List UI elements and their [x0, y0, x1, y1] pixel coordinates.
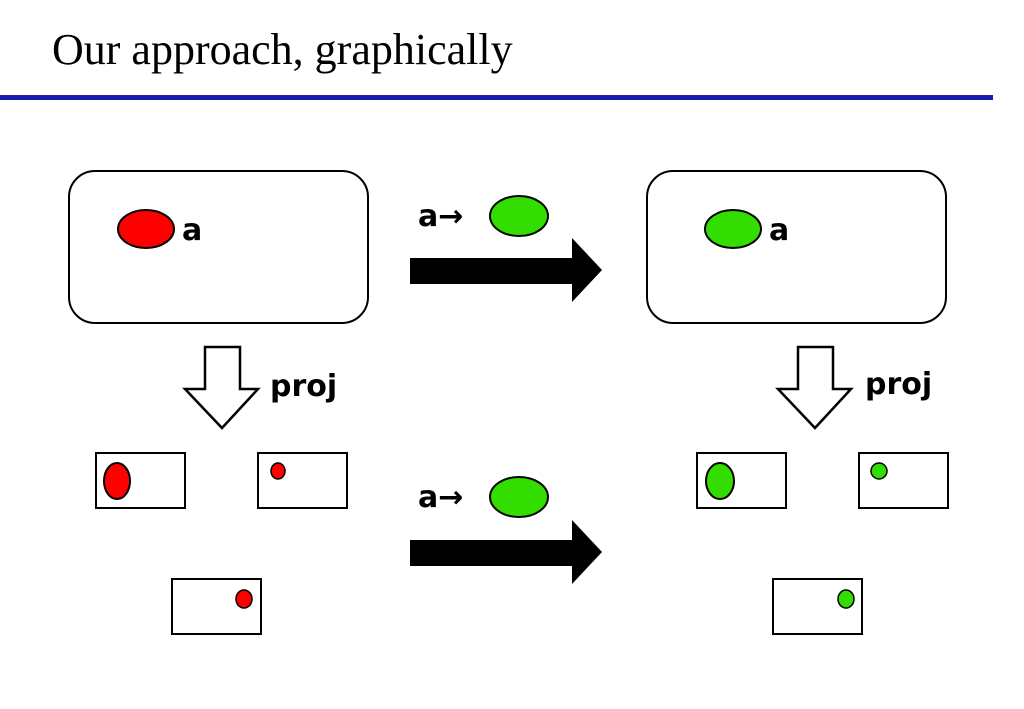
- left-proj-region-3: [235, 589, 253, 609]
- bottom-assign-label: a→: [418, 480, 463, 515]
- title-rule: [0, 95, 993, 100]
- left-proj-region-1: [103, 462, 131, 500]
- right-var-label: a: [769, 213, 789, 248]
- right-proj-label: proj: [865, 367, 932, 402]
- slide-title: Our approach, graphically: [52, 25, 513, 74]
- right-proj-region-1: [705, 462, 735, 500]
- left-proj-arrow: [182, 345, 261, 430]
- top-assign-value: [489, 195, 549, 237]
- right-state-box: [646, 170, 947, 324]
- right-proj-region-2: [870, 462, 888, 480]
- bottom-assign-value: [489, 476, 549, 518]
- top-transform-arrow: [410, 238, 602, 302]
- bottom-transform-arrow: [410, 520, 602, 584]
- right-proj-arrow: [775, 345, 854, 430]
- left-var-label: a: [182, 213, 202, 248]
- right-state-region: [704, 209, 762, 249]
- left-state-region: [117, 209, 175, 249]
- left-state-box: [68, 170, 369, 324]
- left-proj-box-2: [257, 452, 348, 509]
- right-proj-region-3: [837, 589, 855, 609]
- left-proj-region-2: [270, 462, 286, 480]
- left-proj-label: proj: [270, 369, 337, 404]
- right-proj-box-2: [858, 452, 949, 509]
- top-assign-label: a→: [418, 199, 463, 234]
